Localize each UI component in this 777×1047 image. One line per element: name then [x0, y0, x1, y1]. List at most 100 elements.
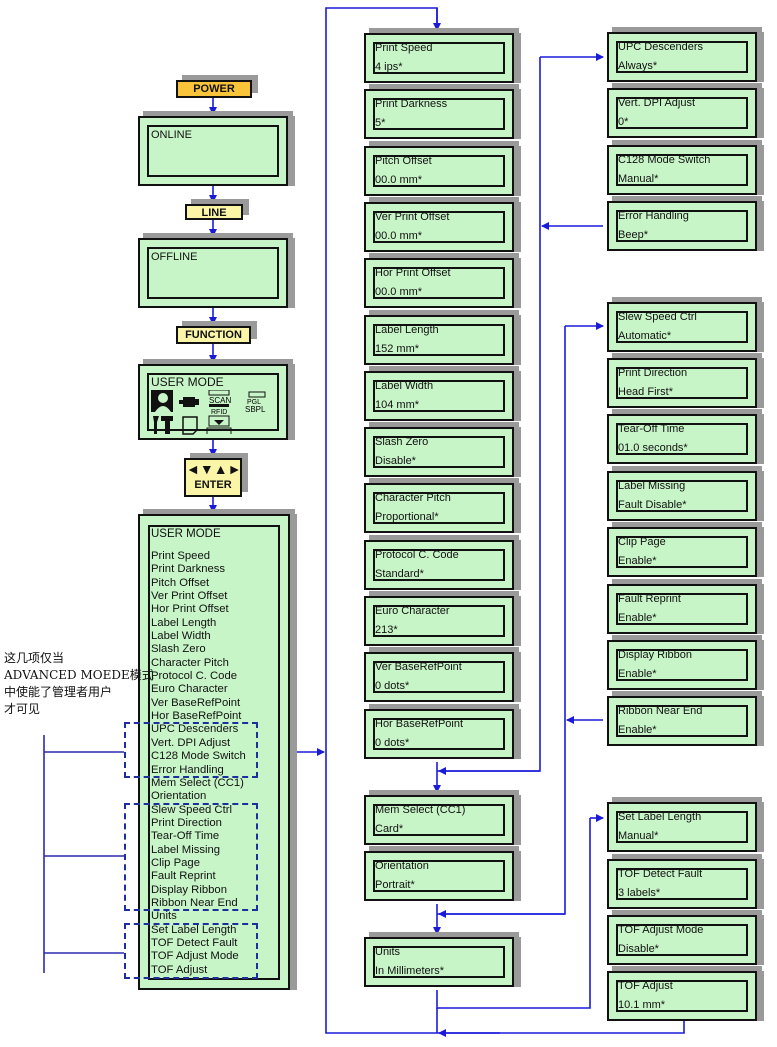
menu-item[interactable]: Pitch Offset: [151, 576, 210, 589]
setting-value: Enable*: [618, 668, 657, 680]
menu-item[interactable]: TOF Detect Fault: [151, 936, 238, 949]
menu-item[interactable]: Ribbon Near End: [151, 896, 238, 909]
menu-item[interactable]: Print Direction: [151, 816, 222, 829]
menu-item[interactable]: Protocol C. Code: [151, 670, 238, 683]
setting-name: Protocol C. Code: [375, 549, 459, 561]
setting-name: Fault Reprint: [618, 593, 681, 605]
menu-item[interactable]: Slash Zero: [151, 643, 206, 656]
download-icon: [206, 415, 232, 434]
setting-name: Euro Character: [375, 605, 450, 617]
setting-value: Enable*: [618, 612, 657, 624]
menu-item[interactable]: Hor Print Offset: [151, 603, 229, 616]
menu-item[interactable]: Clip Page: [151, 856, 200, 869]
menu-item[interactable]: Character Pitch: [151, 656, 229, 669]
setting-value: Automatic*: [618, 330, 672, 342]
menu-item[interactable]: Orientation: [151, 790, 207, 803]
setting-name: Error Handling: [618, 210, 689, 222]
menu-item[interactable]: UPC Descenders: [151, 723, 239, 736]
setting-value: Portrait*: [375, 879, 415, 891]
setting-screen-euro-character[interactable]: Euro Character 213*: [364, 596, 514, 646]
setting-name: Tear-Off Time: [618, 423, 685, 435]
menu-item[interactable]: Mem Select (CC1): [151, 776, 244, 789]
interface-connector-icon: [179, 397, 199, 407]
setting-value: 104 mm*: [375, 399, 420, 411]
menu-item[interactable]: Fault Reprint: [151, 870, 216, 883]
menu-item[interactable]: TOF Adjust: [151, 963, 208, 976]
setting-screen-mem-select-cc1[interactable]: Mem Select (CC1)Card*: [364, 795, 514, 845]
user-mode-list-title: USER MODE: [151, 528, 221, 540]
setting-value: 00.0 mm*: [375, 286, 423, 298]
setting-value: Card*: [375, 823, 404, 835]
menu-item[interactable]: Slew Speed Ctrl: [151, 803, 232, 816]
tools-icon: [153, 416, 173, 434]
note-line: 这几项仅当: [4, 651, 65, 665]
setting-value: 213*: [375, 624, 398, 636]
menu-item[interactable]: Error Handling: [151, 763, 224, 776]
menu-item[interactable]: Set Label Length: [151, 923, 237, 936]
setting-value: Enable*: [618, 555, 657, 567]
menu-item[interactable]: TOF Adjust Mode: [151, 950, 239, 963]
menu-item[interactable]: Label Length: [151, 616, 217, 629]
note-line: ADVANCED MOEDE模式: [4, 668, 154, 682]
menu-item[interactable]: Euro Character: [151, 683, 228, 696]
menu-item[interactable]: Hor BaseRefPoint: [151, 710, 242, 723]
setting-name: Slash Zero: [375, 436, 429, 448]
menu-item[interactable]: C128 Mode Switch: [151, 750, 246, 763]
menu-item[interactable]: Vert. DPI Adjust: [151, 736, 231, 749]
menu-item[interactable]: Ver Print Offset: [151, 590, 228, 603]
setting-value: 01.0 seconds*: [618, 442, 688, 454]
setting-name: Print Speed: [375, 42, 433, 54]
setting-value: Manual*: [618, 830, 659, 842]
menu-item[interactable]: Ver BaseRefPoint: [151, 696, 241, 709]
function-key[interactable]: FUNCTION: [176, 326, 251, 344]
note-line: 中使能了管理者用户: [4, 685, 113, 699]
menu-item[interactable]: Label Missing: [151, 843, 221, 856]
power-key[interactable]: POWER: [176, 80, 252, 98]
setting-screen-tear-off-time[interactable]: Tear-Off Time 01.0 seconds*: [607, 414, 757, 464]
menu-item[interactable]: Print Speed: [151, 550, 211, 562]
page-icon: [182, 416, 198, 435]
user-mode-title: USER MODE: [151, 375, 224, 389]
line-key[interactable]: LINE: [185, 204, 243, 220]
menu-item[interactable]: Units: [151, 910, 177, 923]
menu-item[interactable]: Tear-Off Time: [151, 830, 220, 843]
enter-key[interactable]: ◄▼▲► ENTER: [184, 458, 242, 497]
menu-item[interactable]: Display Ribbon: [151, 883, 227, 896]
setting-name: Character Pitch: [375, 492, 451, 504]
setting-name: Orientation: [375, 860, 429, 872]
menu-item[interactable]: Print Darkness: [151, 563, 226, 576]
menu-item[interactable]: Label Width: [151, 630, 211, 643]
